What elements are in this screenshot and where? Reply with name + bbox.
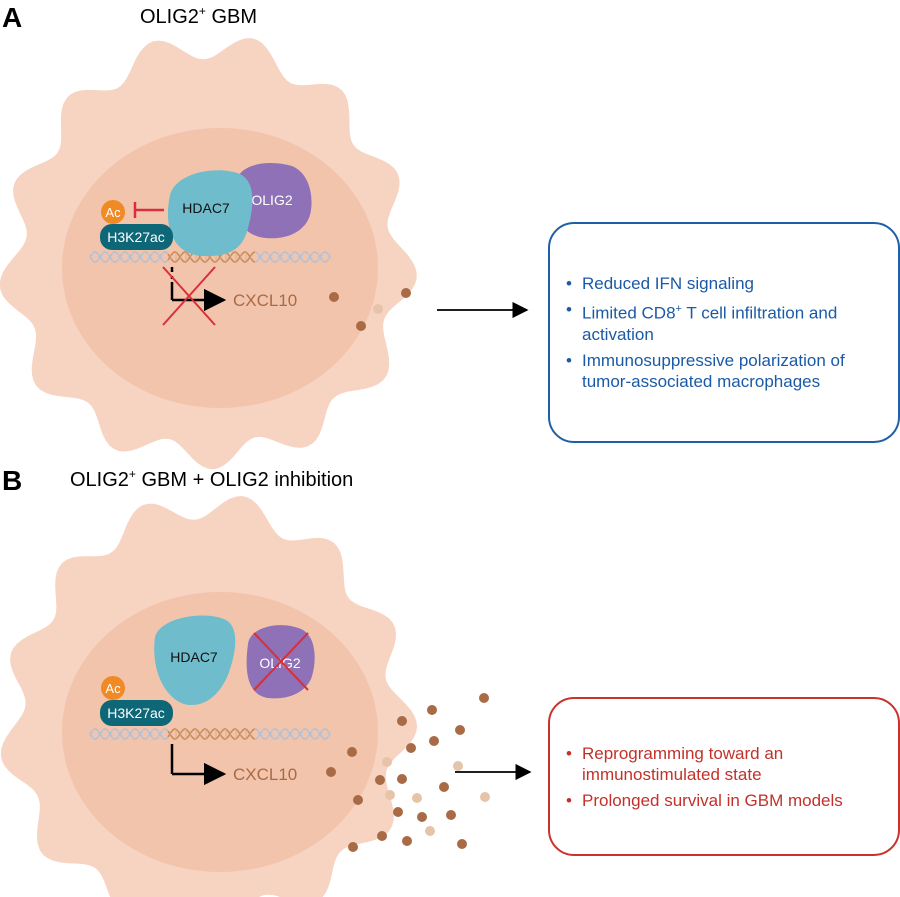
outcome-item: Limited CD8+ T cell infiltration and act… <box>566 299 878 345</box>
acetyl-label: Ac <box>105 205 121 220</box>
promoter-arrow-icon <box>170 744 227 786</box>
cytokine-dot-icon <box>356 321 366 331</box>
cytokine-dot-icon <box>401 288 411 298</box>
h3k27ac-label: H3K27ac <box>107 705 165 721</box>
hdac7-protein: HDAC7 <box>154 615 236 706</box>
cytokine-dot-icon <box>375 775 385 785</box>
cytokine-dot-icon <box>457 839 467 849</box>
cytokine-dot-icon <box>429 736 439 746</box>
hdac7-label: HDAC7 <box>182 200 230 216</box>
cytokine-dot-icon <box>326 767 336 777</box>
outcome-box-a: Reduced IFN signaling Limited CD8+ T cel… <box>548 222 900 443</box>
outcome-item: Immunosuppressive polarization of tumor-… <box>566 350 878 392</box>
cytokine-dot-icon <box>393 807 403 817</box>
cytokine-dot-icon <box>417 812 427 822</box>
hdac7-protein: HDAC7 <box>167 170 253 257</box>
panel-b-title: OLIG2+ GBM + OLIG2 inhibition <box>70 467 353 491</box>
hdac7-label: HDAC7 <box>170 649 218 665</box>
cytokine-dot-icon <box>439 782 449 792</box>
cytokine-dot-icon <box>377 831 387 841</box>
h3k27ac-marker: H3K27ac <box>100 700 173 726</box>
panel-a-title: OLIG2+ GBM <box>140 4 257 28</box>
h3k27ac-label: H3K27ac <box>107 229 165 245</box>
cytokine-dot-icon <box>402 836 412 846</box>
cytokines <box>326 693 490 852</box>
acetyl-label: Ac <box>105 681 121 696</box>
cytokine-dot-icon <box>453 761 463 771</box>
cytokine-dot-icon <box>353 795 363 805</box>
dna-helix-icon <box>89 728 331 740</box>
cytokine-dot-icon <box>382 757 392 767</box>
acetyl-group: Ac <box>101 200 125 224</box>
gene-label: CXCL10 <box>233 765 297 784</box>
cytokine-dot-icon <box>412 793 422 803</box>
cytokines <box>329 288 411 331</box>
nucleus-icon <box>62 128 378 408</box>
outcome-box-b: Reprogramming toward an immunostimulated… <box>548 697 900 856</box>
outcome-item: Prolonged survival in GBM models <box>566 790 878 811</box>
gene-label: CXCL10 <box>233 291 297 310</box>
cytokine-dot-icon <box>455 725 465 735</box>
cytokine-dot-icon <box>348 842 358 852</box>
panel-a: A OLIG2+ GBM OLIG2 HDAC7 <box>0 2 529 470</box>
cross-out-icon <box>253 632 309 691</box>
olig2-label: OLIG2 <box>251 192 292 208</box>
cytokine-dot-icon <box>397 774 407 784</box>
h3k27ac-marker: H3K27ac <box>100 224 173 250</box>
cytokine-dot-icon <box>427 705 437 715</box>
cytokine-dot-icon <box>347 747 357 757</box>
cytokine-dot-icon <box>397 716 407 726</box>
cytokine-dot-icon <box>329 292 339 302</box>
inhibition-bar-icon <box>133 202 164 218</box>
outcome-item: Reduced IFN signaling <box>566 273 878 294</box>
cytokine-dot-icon <box>373 304 383 314</box>
cytokine-dot-icon <box>385 790 395 800</box>
outcome-item: Reprogramming toward an immunostimulated… <box>566 743 878 785</box>
olig2-protein: OLIG2 <box>235 162 312 239</box>
dna-helix-icon <box>89 251 331 263</box>
cytokine-dot-icon <box>479 693 489 703</box>
cytokine-dot-icon <box>406 743 416 753</box>
cytokine-dot-icon <box>425 826 435 836</box>
cytokine-dot-icon <box>480 792 490 802</box>
panel-b: B OLIG2+ GBM + OLIG2 inhibition HDAC7 OL… <box>0 465 532 897</box>
panel-a-letter: A <box>2 2 22 33</box>
panel-b-letter: B <box>2 465 22 496</box>
cross-out-icon <box>162 266 216 326</box>
acetyl-group: Ac <box>101 676 125 700</box>
cytokine-dot-icon <box>446 810 456 820</box>
